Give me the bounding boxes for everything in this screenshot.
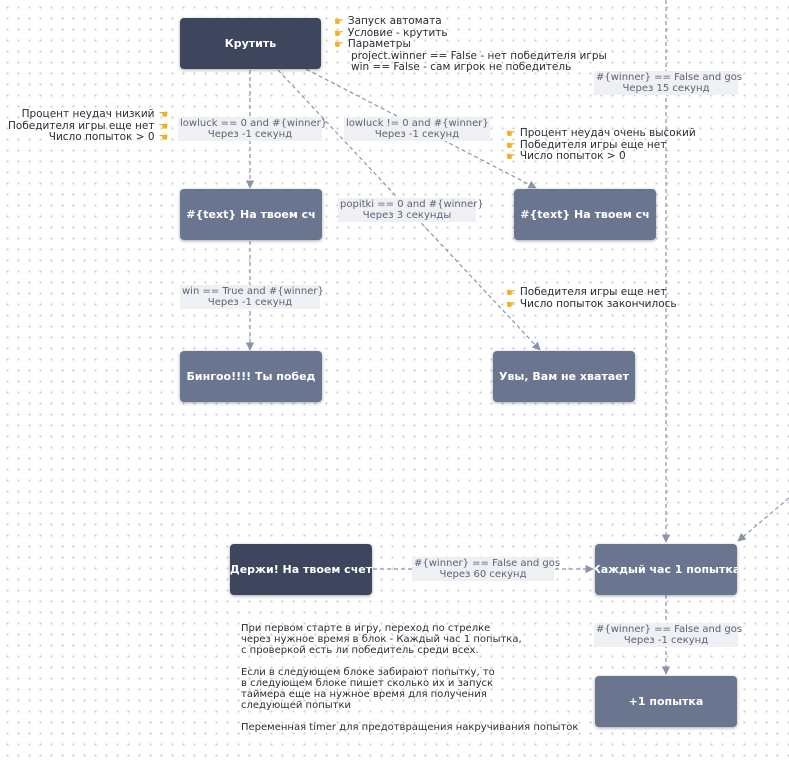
description-line: через нужное время в блок - Каждый час 1…	[241, 634, 522, 645]
description-line: При первом старте в игру, переход по стр…	[241, 623, 491, 634]
note-line: win == False - сам игрок не победитель	[351, 61, 572, 73]
edge-spin-to-text-right	[299, 65, 537, 189]
description-line: таймера еще на нужное время для получени…	[241, 689, 487, 700]
note-line: Победителя игры еще нет	[519, 138, 667, 151]
description-line: в следующем блоке пишет сколько их и зап…	[241, 678, 494, 689]
note-spin: ☛Запуск автомата ☛Условие - крутить ☛Пар…	[334, 15, 607, 74]
edge-label-condition: win == True and #{winner}	[182, 286, 324, 297]
note-lack: ☛Победителя игры еще нет ☛Число попыток …	[506, 286, 677, 311]
note-line: Победителя игры еще нет	[519, 286, 667, 298]
pointing-hand-icon: ☚	[158, 131, 169, 145]
edge-label-condition: lowluck != 0 and #{winner}	[346, 118, 489, 129]
edge-offscreen-to-hourly	[737, 497, 789, 542]
edge-label-win-true: win == True and #{winner} Через -1 секун…	[180, 285, 324, 309]
node-plus-one[interactable]: +1 попытка	[595, 676, 737, 727]
note-line: Победителя игры еще нет	[8, 119, 155, 132]
node-lack[interactable]: Увы, Вам не хватает	[493, 351, 635, 402]
edge-label-delay: Через 3 секунды	[362, 210, 452, 221]
pointing-hand-icon: ☛	[334, 15, 344, 29]
note-right: ☛Процент неудач очень высокий ☛Победител…	[506, 127, 696, 164]
node-spin[interactable]: Крутить	[180, 18, 321, 69]
edge-label-lowluck-zero: lowluck == 0 and #{winner} Через -1 секу…	[178, 117, 328, 141]
note-line: Число попыток > 0	[48, 131, 155, 143]
edge-label-delay: Через -1 секунд	[207, 297, 293, 308]
pointing-hand-icon: ☛	[506, 138, 516, 152]
pointing-hand-icon: ☛	[334, 38, 344, 52]
edge-label-delay: Через 60 секунд	[439, 569, 527, 580]
edge-label-delay: Через -1 секунд	[207, 129, 293, 140]
node-text-left[interactable]: #{text} На твоем сч	[180, 189, 322, 240]
description-line: следующей попытки	[241, 700, 351, 711]
pointing-hand-icon: ☛	[506, 150, 516, 164]
edge-label-delay: Через -1 секунд	[374, 129, 460, 140]
edge-label-delay: Через -1 секунд	[623, 635, 709, 646]
note-line: Процент неудач очень высокий	[519, 127, 696, 139]
pointing-hand-icon: ☛	[506, 297, 516, 311]
flow-description: При первом старте в игру, переход по стр…	[241, 623, 578, 733]
edge-label-condition: #{winner} == False and gos	[414, 558, 561, 569]
edge-label-winner-60: #{winner} == False and gos Через 60 секу…	[412, 557, 561, 581]
node-hold[interactable]: Держи! На твоем счет	[230, 544, 372, 595]
pointing-hand-icon: ☛	[506, 286, 516, 300]
note-line: Запуск автомата	[347, 15, 442, 27]
note-line: Параметры	[347, 38, 411, 50]
note-line: project.winner == False - нет победителя…	[351, 49, 607, 62]
pointing-hand-icon: ☛	[506, 127, 516, 141]
note-line: Процент неудач низкий	[21, 108, 155, 120]
pointing-hand-icon: ☚	[158, 119, 169, 133]
edge-label-winner-minus1: #{winner} == False and gos Через -1 секу…	[594, 623, 743, 647]
description-line: с проверкой есть ли победитель среди все…	[241, 645, 479, 656]
edge-label-condition: popitki == 0 and #{winner}	[340, 199, 484, 210]
pointing-hand-icon: ☚	[158, 108, 169, 122]
note-line: Условие - крутить	[347, 26, 448, 39]
node-hourly[interactable]: Каждый час 1 попытка	[595, 544, 737, 595]
edge-label-delay: Через 15 секунд	[622, 83, 710, 94]
pointing-hand-icon: ☛	[334, 26, 344, 40]
description-line: Переменная timer для предотвращения накр…	[241, 722, 579, 733]
edge-label-condition: #{winner} == False and gos	[596, 72, 743, 83]
edge-label-winner-15: #{winner} == False and gos Через 15 секу…	[594, 71, 743, 95]
edge-label-popitki-zero: popitki == 0 and #{winner} Через 3 секун…	[338, 198, 484, 222]
node-text-right[interactable]: #{text} На твоем сч	[514, 189, 656, 240]
note-line: Число попыток > 0	[519, 150, 626, 162]
note-line: Число попыток закончилось	[519, 297, 677, 310]
edge-label-condition: lowluck == 0 and #{winner}	[180, 118, 328, 129]
node-bingo[interactable]: Бингоо!!!! Ты побед	[180, 351, 322, 402]
note-left: Процент неудач низкий☚ Победителя игры е…	[8, 108, 169, 145]
edge-label-condition: #{winner} == False and gos	[596, 624, 743, 635]
description-line: Если в следующем блоке забирают попытку,…	[241, 667, 495, 678]
edge-label-lowluck-nonzero: lowluck != 0 and #{winner} Через -1 секу…	[344, 117, 490, 141]
